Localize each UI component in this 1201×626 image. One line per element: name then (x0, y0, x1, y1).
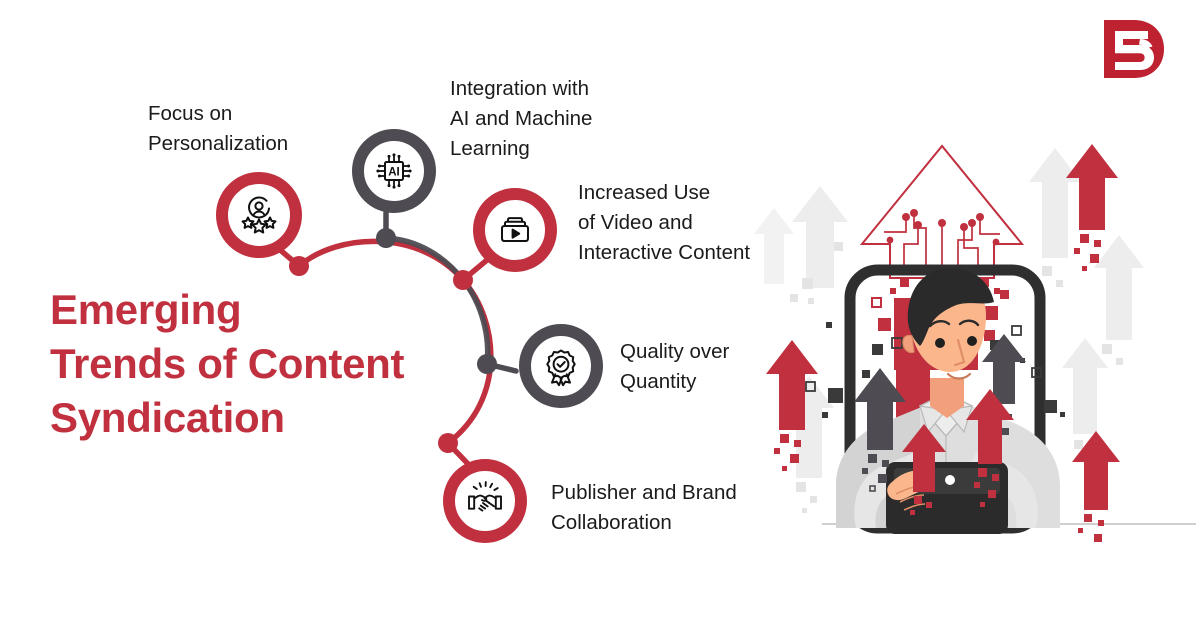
diagram-connectors (269, 210, 519, 469)
rising-arrow-red-bottomright (1072, 431, 1120, 510)
rising-arrow-red-left (766, 340, 818, 430)
node-label-video: Increased Use of Video and Interactive C… (578, 181, 751, 265)
node-circle-ai-ml[interactable]: AI (352, 129, 436, 213)
node-dot-collaboration (438, 433, 458, 453)
node-dot-quality (477, 354, 497, 374)
rising-arrow-gray-left (854, 368, 906, 450)
pixels-gray-left (862, 454, 889, 492)
page-title: Emerging Trends of Content Syndication (50, 283, 480, 444)
title-line-1: Emerging (50, 286, 242, 333)
ai-chip-icon: AI (376, 153, 412, 189)
node-circle-quality[interactable] (519, 324, 603, 408)
rising-arrow-gray-right (982, 334, 1026, 404)
pixels-red-center (910, 496, 932, 515)
node-label-personalization: Focus on Personalization (148, 102, 289, 156)
db-monogram-logo[interactable] (1082, 14, 1174, 84)
rising-arrow-red-topright (1066, 144, 1118, 230)
pixels-red-topright (1074, 234, 1101, 271)
man-with-tablet-illustration (754, 144, 1196, 542)
award-ribbon-check-icon (546, 349, 576, 387)
node-dot-personalization (289, 256, 309, 276)
svg-text:AI: AI (388, 166, 400, 178)
pixels-red-midright (974, 468, 999, 507)
handshake-icon (468, 481, 502, 512)
node-label-collaboration: Publisher and Brand Collaboration (551, 481, 737, 535)
node-label-ai-ml: Integration with AI and Machine Learning (450, 77, 593, 161)
circuit-arrow (859, 144, 1025, 279)
pixels-red-left (774, 434, 801, 471)
node-label-quality: Quality over Quantity (620, 340, 730, 394)
outline-pixel-squares (805, 325, 1042, 392)
node-circle-personalization[interactable] (216, 172, 302, 258)
node-circle-collaboration[interactable] (443, 459, 527, 543)
rising-arrow-red-center (902, 424, 946, 492)
pixels-red-bottomright (1078, 514, 1104, 542)
node-dot-ai-ml (376, 228, 396, 248)
node-circle-video[interactable] (473, 188, 557, 272)
video-play-box-icon (501, 217, 529, 242)
rising-arrow-red-midright (966, 389, 1014, 464)
title-line-3: Syndication (50, 393, 285, 441)
node-dot-video (453, 270, 473, 290)
title-line-2: Trends of Content (50, 339, 405, 387)
user-with-stars-icon (241, 196, 277, 234)
